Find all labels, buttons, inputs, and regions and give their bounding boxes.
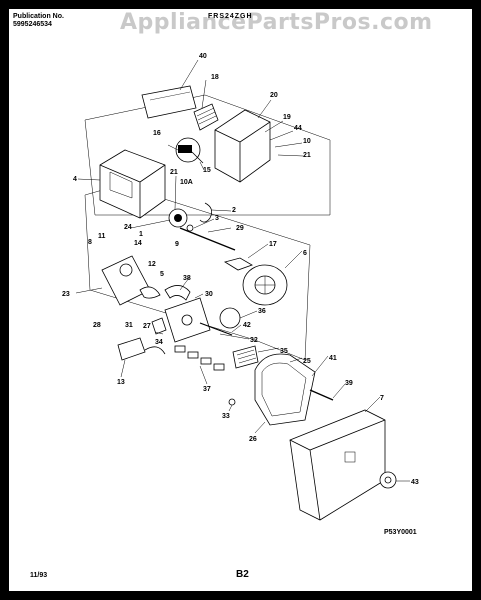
part-34-bracket [164,297,211,343]
callout-35: 35 [280,348,288,355]
callout-9: 9 [175,241,179,248]
part-5-arm [139,286,161,299]
callout-21: 21 [303,152,311,159]
callout-18: 18 [211,74,219,81]
callout-12: 12 [148,261,156,268]
header: Publication No. 5995246534 FRS24ZGH [13,13,252,29]
part-23-side-plate [101,255,151,306]
part-42-shaft [199,322,233,336]
callout-37: 37 [203,386,211,393]
part-29-shaft [179,227,236,251]
callout-4: 4 [73,176,77,183]
callout-32: 32 [250,337,258,344]
part-25-motor-housing [254,353,316,426]
callout-2: 2 [232,207,236,214]
callout-44: 44 [294,125,302,132]
callout-28: 28 [93,322,101,329]
part-3-washer [186,224,194,232]
page-number: B2 [236,569,249,580]
callout-21b: 21 [170,169,178,176]
part-13-clip [117,337,146,361]
figure-code: P53Y0001 [384,529,417,536]
callout-20: 20 [270,92,278,99]
part-40-plate [141,85,197,119]
part-43-knob [379,471,397,489]
callout-42: 42 [243,322,251,329]
part-7-front-cover [289,409,386,521]
callout-36: 36 [258,308,266,315]
callout-38: 38 [183,275,191,282]
part-31-link [144,346,166,355]
part-38-crank [164,285,191,301]
callout-13: 13 [117,379,125,386]
callout-14: 14 [134,240,142,247]
callout-33: 33 [222,413,230,420]
callout-8: 8 [88,239,92,246]
part-17-blade [223,257,253,271]
part-33-screw [228,398,236,406]
callout-23: 23 [62,291,70,298]
callout-41: 41 [329,355,337,362]
callout-10: 10 [303,138,311,145]
callout-19: 19 [283,114,291,121]
callout-6: 6 [303,250,307,257]
leader-lines [75,59,410,482]
callout-10A: 10A [180,179,193,186]
date-code: 11/93 [30,572,48,579]
callout-40: 40 [199,53,207,60]
callout-16: 16 [153,130,161,137]
callout-31: 31 [125,322,133,329]
part-37-switch-row [174,345,225,371]
callout-7: 7 [380,395,384,402]
callout-17: 17 [269,241,277,248]
callout-34: 34 [155,339,163,346]
part-2-spring [199,202,213,223]
part-39-screw [309,389,334,401]
part-20-housing [214,109,271,183]
callout-24: 24 [124,224,132,231]
callout-11: 11 [98,233,106,240]
callout-39: 39 [345,380,353,387]
callout-27: 27 [143,323,151,330]
callout-43: 43 [411,479,419,486]
callout-30: 30 [205,291,213,298]
watermark: AppliancePartsPros.com [120,10,433,35]
part-27-gear [151,317,167,335]
model-number: FRS24ZGH [208,13,253,20]
publication-number: 5995246534 [13,21,52,28]
callout-25: 25 [303,358,311,365]
part-36-disk [219,307,241,329]
callout-3: 3 [215,215,219,222]
callout-labels: 40 18 20 19 44 10 21 16 15 4 21 10A 2 3 … [62,53,419,486]
callout-26: 26 [249,436,257,443]
callout-15: 15 [203,167,211,174]
publication-label: Publication No. [13,13,64,20]
callout-1: 1 [139,231,143,238]
part-4-ice-bucket-housing [99,149,166,219]
callout-5: 5 [160,271,164,278]
callout-29: 29 [236,225,244,232]
